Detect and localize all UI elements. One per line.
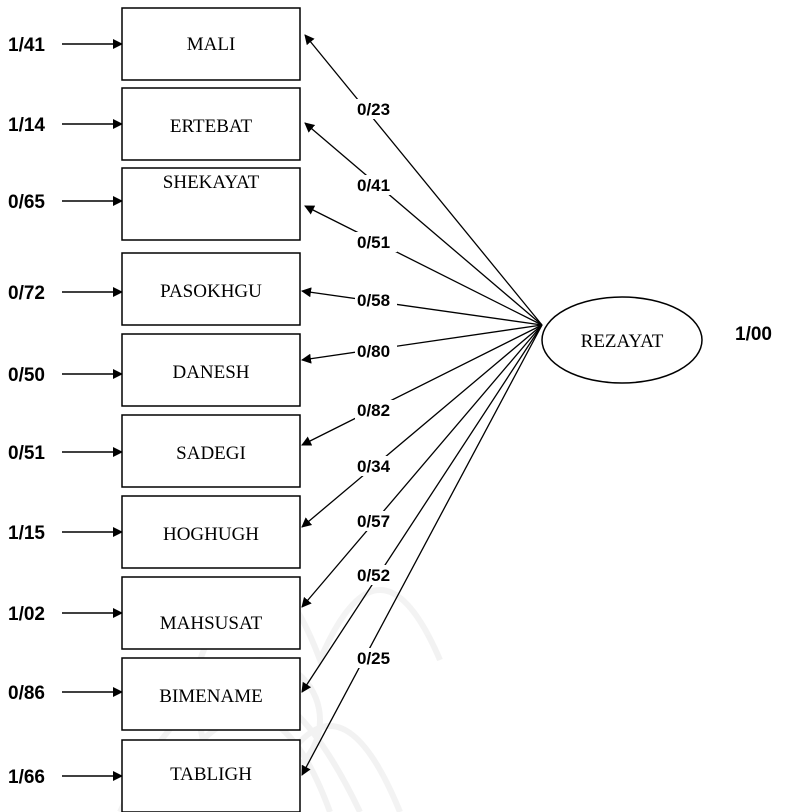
loading-label-bg (355, 565, 397, 585)
loading-value: 0/52 (357, 566, 390, 585)
loading-value: 0/82 (357, 401, 390, 420)
indicator-label: HOGHUGH (163, 524, 259, 545)
edges-layer: 0/23 0/41 0/51 0/58 0/80 0/82 0/34 0/57 0/52 0/25 (62, 34, 543, 781)
loading-label-bg (355, 232, 397, 252)
loading-arrow (301, 324, 543, 608)
indicator-box (121, 657, 301, 731)
indicator-node: HOGHUGH (121, 495, 301, 569)
indicator-node: MAHSUSAT (121, 576, 301, 650)
latent-label: REZAYAT (581, 331, 664, 352)
indicator-node: PASOKHGU (121, 252, 301, 326)
indicator-label: MAHSUSAT (160, 613, 263, 634)
indicator-node: MALI (121, 7, 301, 81)
indicator-box (121, 414, 301, 488)
indicator-box (121, 333, 301, 407)
loading-label-bg (355, 400, 397, 420)
indicator-box (121, 252, 301, 326)
error-value: 1/02 (8, 604, 45, 625)
loading-arrow (301, 324, 543, 364)
indicator-label: TABLIGH (170, 764, 252, 785)
loading-label-bg (355, 648, 397, 668)
loading-value: 0/23 (357, 100, 390, 119)
indicator-node: DANESH (121, 333, 301, 407)
indicator-label: DANESH (172, 362, 249, 383)
loading-arrow (301, 324, 543, 528)
indicator-box (121, 739, 301, 812)
indicator-label: SHEKAYAT (163, 172, 260, 193)
loading-arrow (301, 324, 543, 693)
loading-arrow (304, 122, 543, 326)
loading-value: 0/58 (357, 291, 390, 310)
error-value: 0/72 (8, 283, 45, 304)
loading-arrow (301, 324, 543, 446)
error-value: 0/65 (8, 192, 45, 213)
error-value: 1/15 (8, 523, 45, 544)
loading-label-bg (355, 456, 397, 476)
loading-value: 0/51 (357, 233, 390, 252)
loading-value: 0/34 (357, 457, 391, 476)
indicator-node: SHEKAYAT (121, 167, 301, 241)
error-value: 1/66 (8, 767, 45, 788)
error-value: 0/86 (8, 683, 45, 704)
latent-ellipse (541, 296, 703, 384)
indicator-box (121, 7, 301, 81)
error-value: 1/41 (8, 35, 45, 56)
indicator-label: ERTEBAT (170, 116, 253, 137)
indicator-label: PASOKHGU (160, 281, 262, 302)
indicator-box (121, 87, 301, 161)
loading-value: 0/80 (357, 342, 390, 361)
error-value: 0/50 (8, 365, 45, 386)
loading-value: 0/41 (357, 176, 390, 195)
loading-label-bg (355, 175, 397, 195)
indicator-node: BIMENAME (121, 657, 301, 731)
loading-label-bg (355, 341, 397, 361)
error-value: 0/51 (8, 443, 45, 464)
indicator-box (121, 167, 301, 241)
loading-arrow (301, 324, 543, 776)
indicator-label: SADEGI (176, 443, 246, 464)
loading-arrow (301, 287, 543, 326)
indicator-label: BIMENAME (159, 686, 262, 707)
latent-node: REZAYAT 1/00 (541, 296, 772, 384)
indicator-box (121, 576, 301, 650)
indicator-label: MALI (187, 34, 236, 55)
indicator-node: SADEGI (121, 414, 301, 488)
loading-label-bg (355, 290, 397, 310)
latent-variance: 1/00 (735, 324, 772, 345)
indicator-node: TABLIGH (121, 739, 301, 812)
indicator-node: ERTEBAT (121, 87, 301, 161)
loading-label-bg (355, 511, 397, 531)
loading-value: 0/25 (357, 649, 390, 668)
indicator-box (121, 495, 301, 569)
loading-value: 0/57 (357, 512, 390, 531)
error-value: 1/14 (8, 115, 45, 136)
loading-label-bg (355, 99, 397, 119)
loading-arrow (304, 205, 543, 326)
loading-arrow (304, 34, 543, 326)
